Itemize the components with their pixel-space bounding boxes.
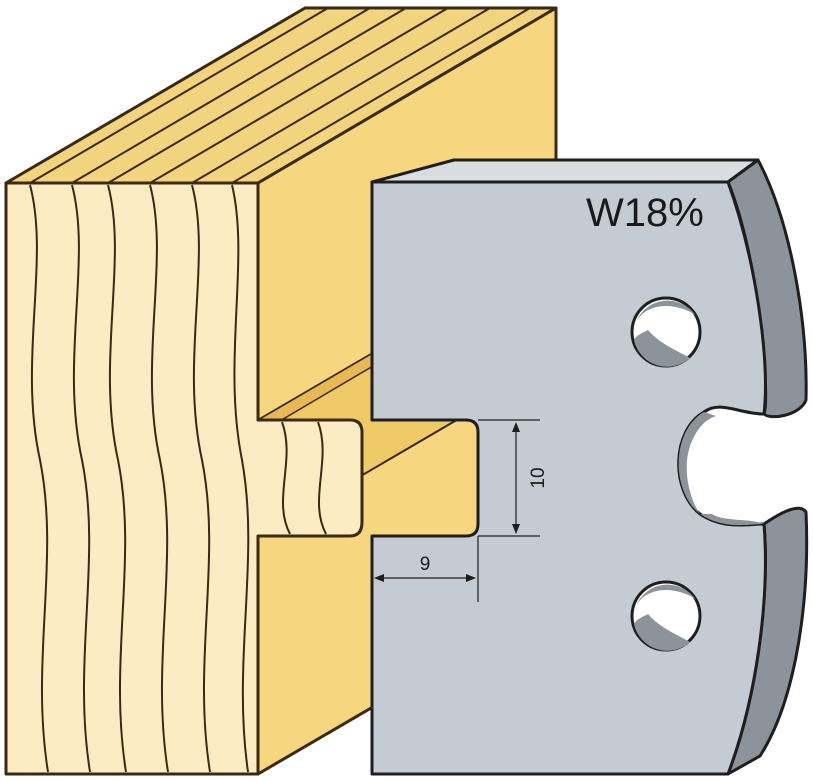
lower-mounting-hole xyxy=(630,580,702,652)
wood-top-grain xyxy=(29,7,531,184)
knife-notch-shade xyxy=(678,412,716,514)
dimension-annotations xyxy=(371,419,540,602)
dimension-arrowheads xyxy=(374,422,520,582)
knife-notch-bottom-shade xyxy=(700,514,764,526)
steel-knife: W18% xyxy=(370,158,809,776)
profile-code-label: W18% xyxy=(586,191,704,235)
groove-width-label: 9 xyxy=(420,554,431,575)
upper-mounting-hole xyxy=(630,296,702,368)
wood-end-grain xyxy=(29,184,327,773)
groove-height-label: 10 xyxy=(528,467,549,488)
wood-front-face xyxy=(4,181,364,776)
